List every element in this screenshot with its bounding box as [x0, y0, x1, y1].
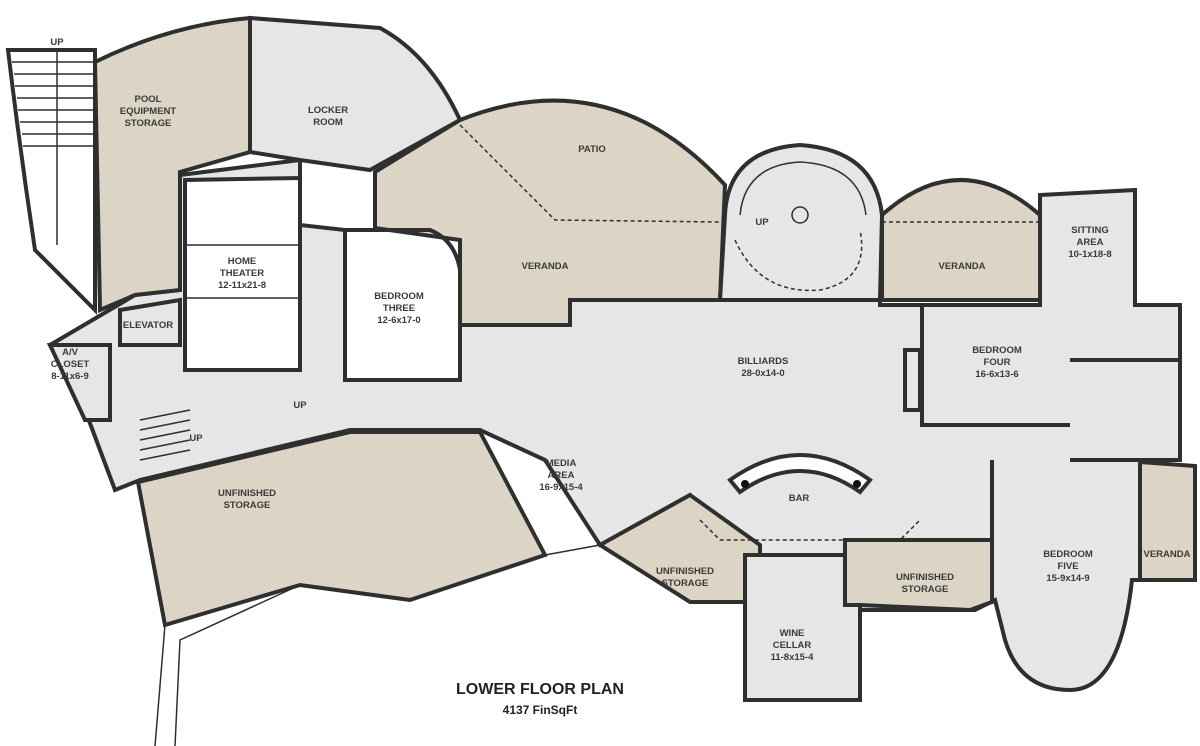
room-label-veranda: VERANDA [1144, 549, 1191, 560]
unfinished-storage-left-area [135, 430, 548, 628]
stair-up-label: UP [293, 400, 307, 411]
veranda-right-area [880, 178, 1042, 302]
patio-area [373, 98, 728, 327]
spiral-stair [717, 142, 885, 302]
room-label-veranda: VERANDA [522, 261, 569, 272]
room-label-elevator: ELEVATOR [123, 320, 173, 331]
exterior-stair [5, 48, 97, 315]
room-label-veranda: VERANDA [939, 261, 986, 272]
home-theater-room [183, 175, 302, 372]
stair-up-label: UP [50, 37, 64, 48]
room-label-bar: BAR [789, 493, 810, 504]
veranda-far-right-area [1138, 459, 1197, 582]
plan-title: LOWER FLOOR PLAN [456, 681, 624, 698]
pool-equipment-storage-area [92, 15, 252, 314]
bar-counter [699, 453, 921, 541]
locker-room-area [248, 15, 463, 173]
plan-area: 4137 FinSqFt [503, 703, 578, 717]
interior-stair-left [139, 409, 191, 461]
stair-up-label: UP [189, 433, 203, 444]
stair-up-label: UP [755, 217, 769, 228]
room-label-patio: PATIO [578, 144, 606, 155]
